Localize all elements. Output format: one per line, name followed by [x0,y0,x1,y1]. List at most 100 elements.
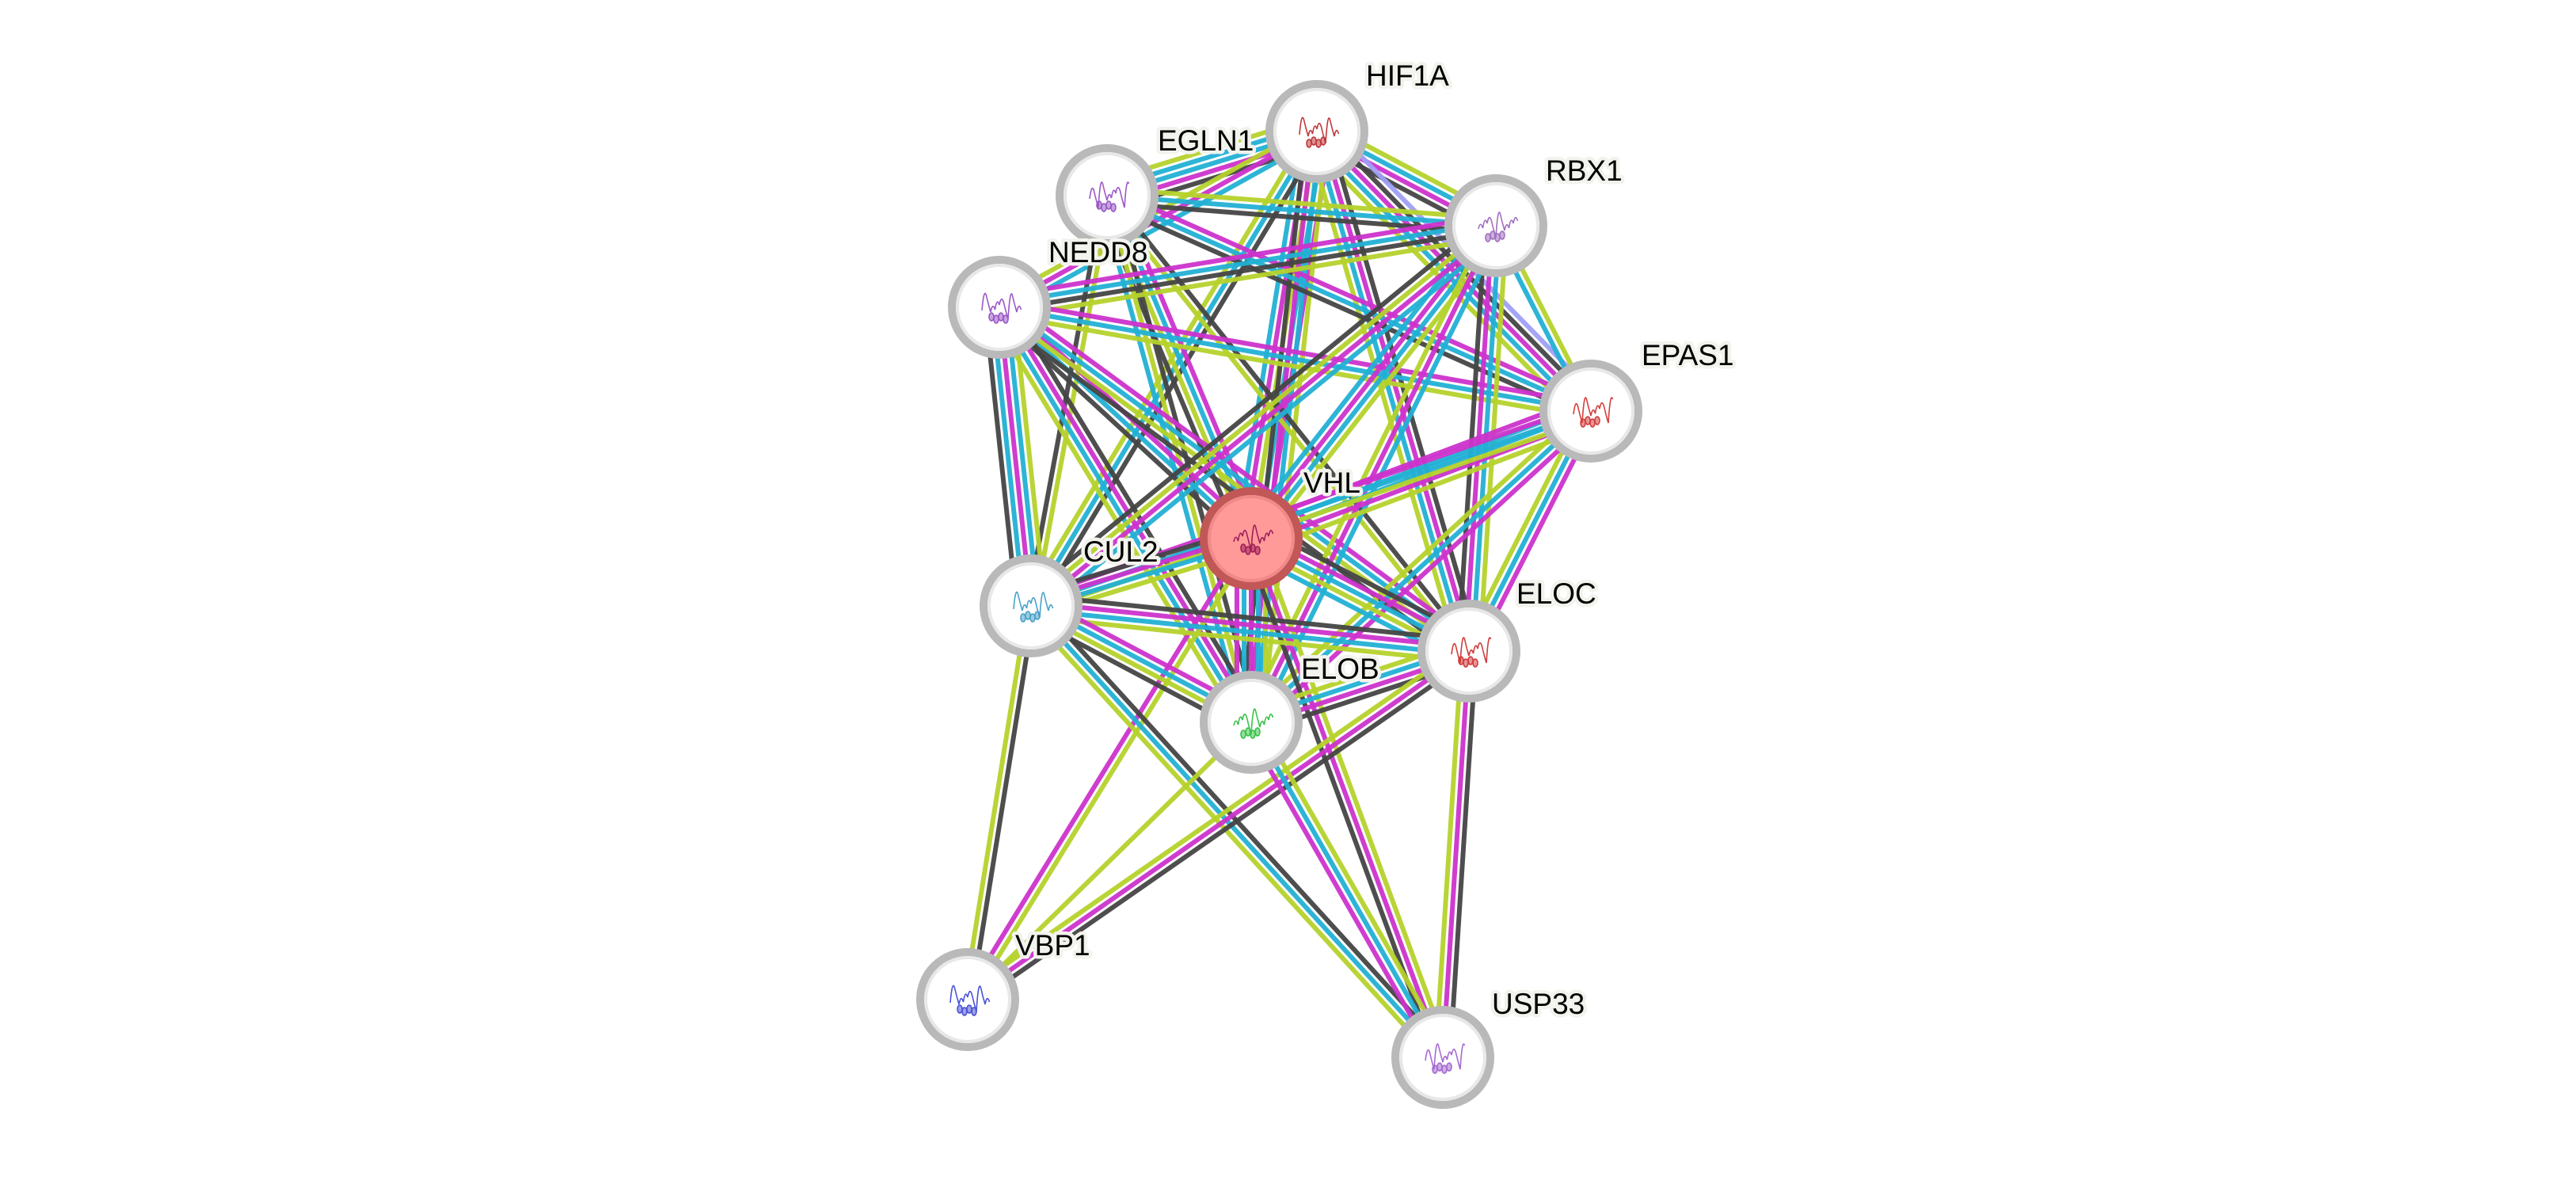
evidence-line-coexpression [983,308,1020,608]
helix-coil [1436,1062,1443,1072]
evidence-line-textmining [1244,404,1588,719]
evidence-line-experimental [1318,129,1475,651]
evidence-line-textmining [1107,186,1497,222]
node-usp33[interactable] [1391,1006,1494,1109]
helix-coil [1240,729,1246,739]
edge-egln1-epas1[interactable] [1103,187,1595,420]
node-hif1a[interactable] [1265,80,1368,183]
edge-nedd8-rbx1[interactable] [997,212,1498,321]
helix-coil [1467,656,1474,665]
evidence-line-textmining [1258,230,1506,547]
helix-coil [1320,136,1326,146]
node-egln1[interactable] [1056,144,1159,247]
node-cul2[interactable] [980,554,1083,657]
edge-cul2-eloc[interactable] [1029,592,1471,665]
node-vhl[interactable] [1200,487,1303,590]
helix-coil [1311,136,1317,146]
evidence-line-coexpression [1447,651,1478,1058]
edge-cul2-usp33[interactable] [1024,599,1450,1065]
evidence-line-coexpression [1034,599,1450,1054]
node-shade [1452,182,1539,269]
node-eloc[interactable] [1417,600,1520,703]
helix-coil [1441,1065,1448,1074]
helix-coil [957,1004,963,1014]
node-circle[interactable] [1391,1006,1494,1109]
helix-coil [1029,613,1036,623]
node-circle[interactable] [1417,600,1520,703]
node-elob[interactable] [1200,671,1303,774]
evidence-line-coexpression [1103,200,1589,420]
helix-coil [1240,543,1246,553]
node-label-elob[interactable]: ELOB [1298,649,1383,689]
edge-rbx1-cul2[interactable] [1022,215,1505,616]
ribbon-path [1233,524,1274,551]
evidence-line-coexpression [1455,224,1488,651]
evidence-line-experimental [1000,298,1593,407]
node-shade [1273,88,1360,175]
helix-coil [1306,139,1312,148]
node-label-usp33[interactable]: USP33 [1489,985,1589,1024]
node-label-nedd8[interactable]: NEDD8 [1045,233,1151,272]
node-label-cul2[interactable]: CUL2 [1080,532,1162,572]
edge-eloc-usp33[interactable] [1433,650,1478,1058]
evidence-line-curated [1252,226,1501,543]
node-circle[interactable] [1539,360,1642,463]
node-shade [924,956,1011,1043]
evidence-line-experimental [1109,187,1595,407]
helix-coil [1315,139,1322,148]
edge-elob-vbp1[interactable] [965,720,1254,1002]
evidence-line-curated [1030,607,1469,657]
ribbon-path [1299,116,1340,144]
evidence-line-coexpression [1022,215,1491,600]
node-circle[interactable] [916,948,1019,1051]
helix-coil [971,1007,977,1016]
helix-coil [1585,416,1591,425]
evidence-line-experimental [1004,296,1477,645]
evidence-line-coexpression [970,654,1474,1007]
node-epas1[interactable] [1539,360,1642,463]
edge-eloc-vbp1[interactable] [962,643,1474,1007]
helix-coil [1245,546,1251,555]
helix-coil [1025,611,1031,620]
node-circle[interactable] [1265,80,1368,183]
node-circle[interactable] [980,554,1083,657]
node-label-rbx1[interactable]: RBX1 [1543,151,1627,191]
helix-coil [993,314,999,324]
protein-structure-icon [1299,116,1340,148]
node-label-hif1a[interactable]: HIF1A [1363,56,1453,96]
node-circle[interactable] [1200,671,1303,774]
helix-coil [1254,727,1261,737]
node-label-vhl[interactable]: VHL [1300,463,1364,503]
node-circle[interactable] [1056,144,1159,247]
evidence-line-textmining [1032,196,1113,608]
edge-cul2-vbp1[interactable] [961,604,1037,1001]
helix-coil [1105,200,1112,210]
protein-structure-icon [1013,591,1054,623]
node-shade [1208,679,1295,766]
evidence-line-textmining [968,539,1257,1003]
evidence-line-curated [999,305,1592,413]
helix-coil [1432,1065,1438,1074]
ribbon-path [949,985,991,1012]
node-circle[interactable] [1200,487,1303,590]
evidence-line-experimental [1249,224,1498,724]
protein-structure-icon [981,292,1022,324]
node-circle[interactable] [1444,174,1547,277]
node-label-eloc[interactable]: ELOC [1513,574,1600,614]
helix-coil [1101,203,1107,212]
node-rbx1[interactable] [1444,174,1547,277]
node-circle[interactable] [948,256,1051,359]
protein-structure-icon [1233,708,1274,739]
node-shade [956,264,1043,351]
node-nedd8[interactable] [948,256,1051,359]
edge-nedd8-epas1[interactable] [997,298,1593,421]
node-label-egln1[interactable]: EGLN1 [1155,121,1258,161]
node-shade [1399,1014,1486,1101]
node-vbp1[interactable] [916,948,1019,1051]
evidence-line-experimental [1031,227,1500,611]
node-label-epas1[interactable]: EPAS1 [1638,336,1738,375]
helix-coil [1254,546,1261,555]
edge-elob-usp33[interactable] [1242,718,1452,1062]
node-label-vbp1[interactable]: VBP1 [1012,926,1094,966]
evidence-line-coexpression [968,606,1037,1001]
